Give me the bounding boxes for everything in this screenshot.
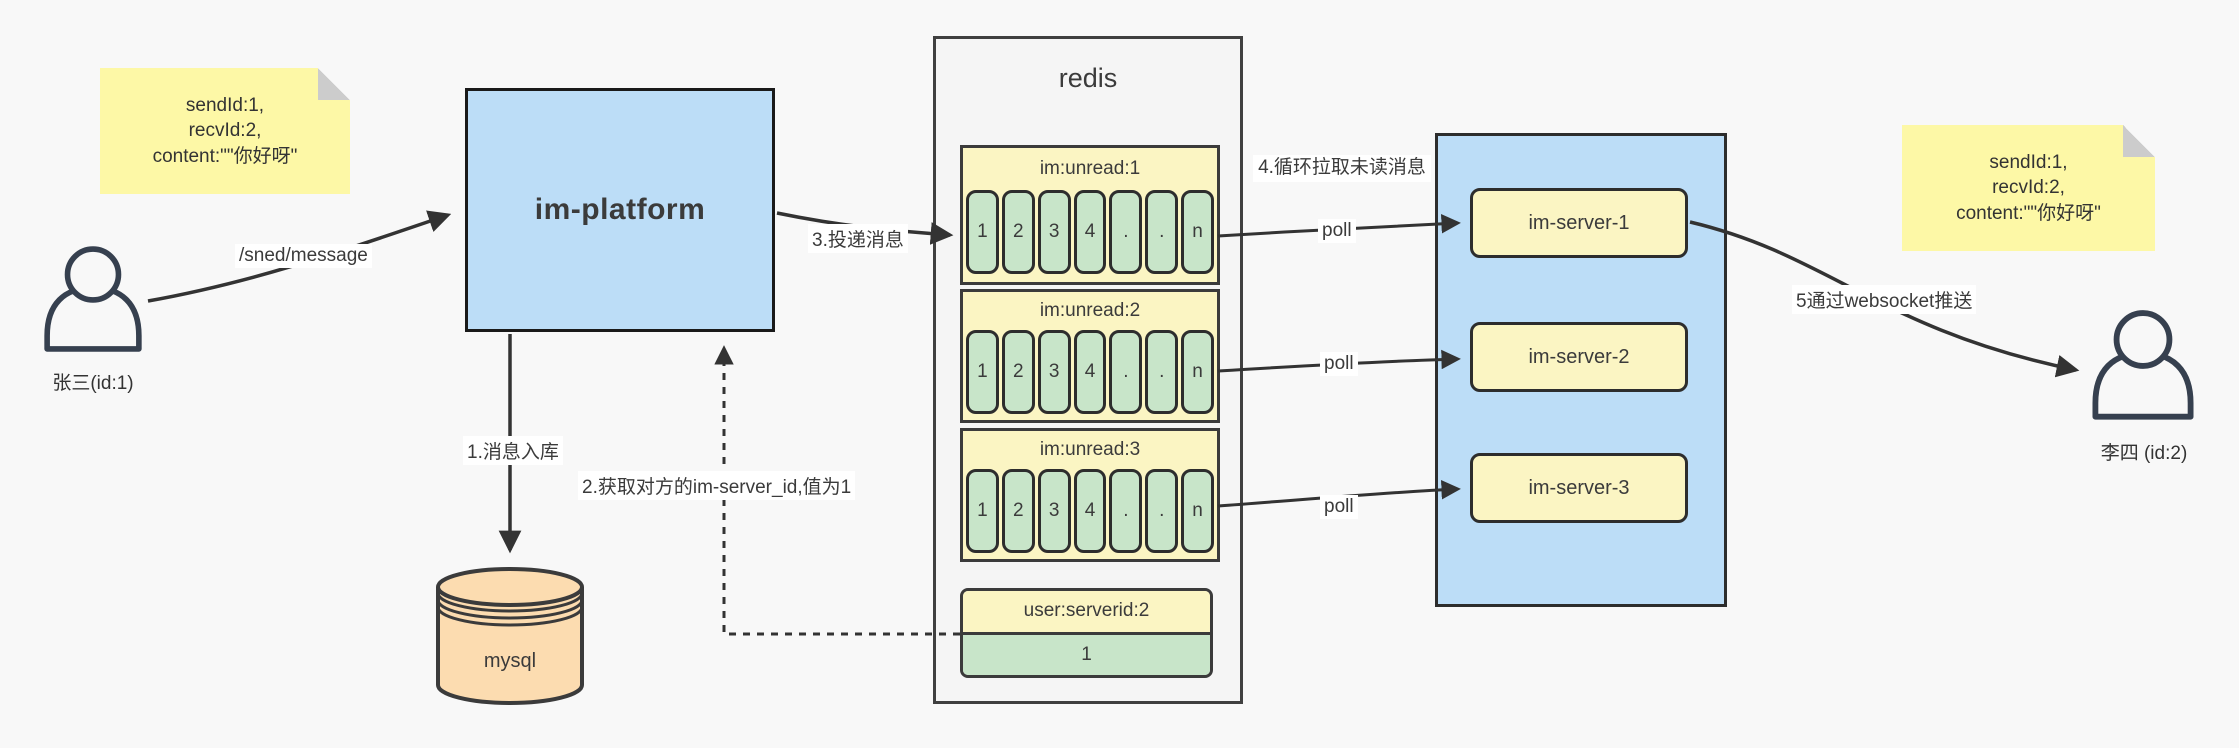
queue-cell: n: [1181, 190, 1215, 274]
note-line: sendId:1,: [1989, 151, 2068, 173]
note-line: content:""你好呀": [1956, 202, 2101, 224]
queue-cell: 3: [1037, 469, 1071, 553]
im-platform-label: im-platform: [534, 193, 706, 226]
queue-im-unread-3: im:unread:3 1 2 3 4 . . n: [960, 428, 1220, 562]
queue-cell: .: [1109, 469, 1143, 553]
queue-name: im:unread:3: [1039, 439, 1141, 460]
sender-label: 张三(id:1): [52, 373, 134, 394]
queue-cell: 1: [966, 330, 999, 414]
queue-cells: 1 2 3 4 . . n: [963, 190, 1217, 274]
mysql-label: mysql: [484, 650, 536, 672]
queue-cell: .: [1145, 330, 1179, 414]
receiver-label: 李四 (id:2): [2100, 443, 2188, 464]
note-line: content:""你好呀": [152, 145, 298, 167]
queue-cell: n: [1181, 469, 1215, 553]
queue-cell: .: [1109, 330, 1143, 414]
queue-cell: 4: [1073, 190, 1107, 274]
sender-message-note: sendId:1, recvId:2, content:""你好呀": [100, 68, 350, 194]
queue-cell: .: [1109, 190, 1143, 274]
edge-label-lookup: 2.获取对方的im-server_id,值为1: [578, 471, 856, 500]
note-line: recvId:2,: [1992, 177, 2065, 199]
edge-label-poll-3: poll: [1320, 495, 1358, 519]
queue-cell: 3: [1037, 190, 1071, 274]
kv-key: user:serverid:2: [963, 591, 1210, 635]
edge-label-poll-2: poll: [1320, 352, 1358, 376]
edge-label-push: 5通过websocket推送: [1792, 285, 1977, 314]
queue-cell: 2: [1001, 330, 1035, 414]
queue-name: im:unread:2: [1039, 300, 1141, 321]
note-line: sendId:1,: [185, 94, 265, 116]
note-fold-corner: [2123, 125, 2155, 157]
sender-person-icon: [44, 246, 142, 352]
queue-im-unread-1: im:unread:1 1 2 3 4 . . n: [960, 145, 1220, 285]
queue-cell: 1: [966, 469, 999, 553]
im-server-1-box: im-server-1: [1470, 188, 1688, 258]
queue-cell: 2: [1001, 190, 1035, 274]
edge-label-send: /sned/message: [235, 244, 372, 268]
receiver-person-icon: [2092, 310, 2194, 420]
queue-im-unread-2: im:unread:2 1 2 3 4 . . n: [960, 289, 1220, 423]
receiver-message-note: sendId:1, recvId:2, content:""你好呀": [1902, 125, 2155, 251]
queue-cell: 4: [1073, 330, 1107, 414]
mysql-database-icon: mysql: [436, 567, 584, 705]
queue-cell: 3: [1037, 330, 1071, 414]
queue-cell: .: [1145, 469, 1179, 553]
im-platform-box: im-platform: [465, 88, 775, 332]
im-server-3-box: im-server-3: [1470, 453, 1688, 523]
note-text: sendId:1, recvId:2, content:""你好呀": [1956, 150, 2101, 227]
queue-name: im:unread:1: [1039, 158, 1141, 179]
edge-label-deliver: 3.投递消息: [808, 224, 908, 253]
queue-cell: 1: [966, 190, 999, 274]
queue-cell: .: [1145, 190, 1179, 274]
edge-label-pull: 4.循环拉取未读消息: [1253, 155, 1431, 182]
redis-title: redis: [1058, 63, 1118, 93]
queue-cells: 1 2 3 4 . . n: [963, 330, 1217, 414]
queue-cell: 4: [1073, 469, 1107, 553]
queue-cells: 1 2 3 4 . . n: [963, 469, 1217, 553]
note-line: recvId:2,: [188, 120, 262, 142]
user-serverid-box: user:serverid:2 1: [960, 588, 1213, 678]
note-text: sendId:1, recvId:2, content:""你好呀": [153, 93, 298, 170]
note-fold-corner: [318, 68, 350, 100]
edge-label-store: 1.消息入库: [463, 436, 563, 465]
edge-label-poll-1: poll: [1318, 219, 1356, 243]
queue-cell: n: [1181, 330, 1215, 414]
kv-value: 1: [963, 634, 1210, 675]
queue-cell: 2: [1001, 469, 1035, 553]
im-server-2-box: im-server-2: [1470, 322, 1688, 392]
